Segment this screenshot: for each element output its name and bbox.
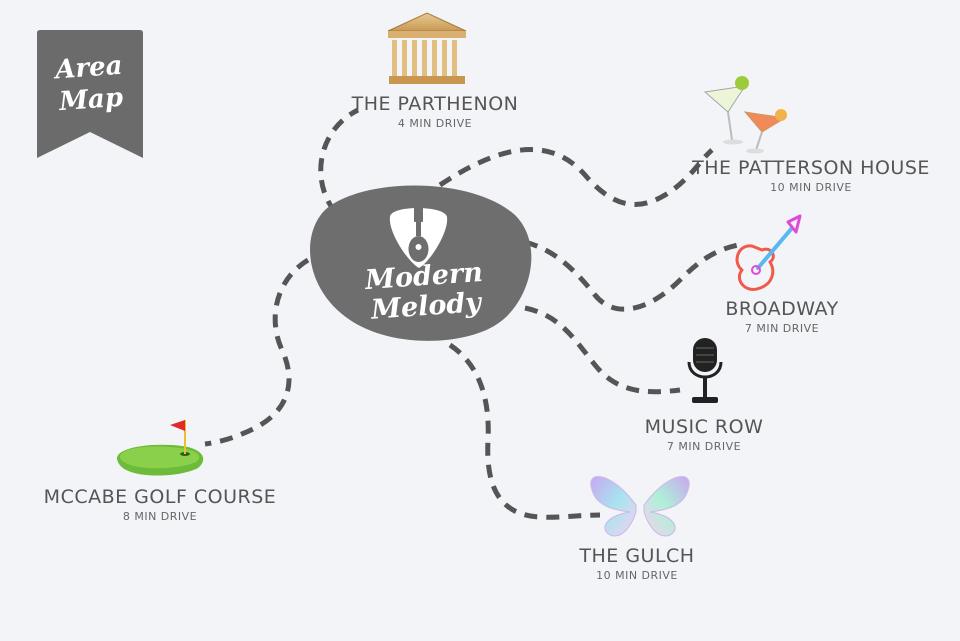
microphone-icon bbox=[687, 338, 723, 403]
location-the-gulch: THE GULCH 10 MIN DRIVE bbox=[497, 545, 777, 582]
path-to-the-gulch bbox=[448, 342, 601, 520]
location-drive-time: 4 MIN DRIVE bbox=[397, 117, 473, 130]
cocktail-glasses-icon bbox=[703, 76, 787, 154]
area-map-banner bbox=[37, 30, 143, 158]
butterfly-wings-icon bbox=[590, 476, 690, 537]
area-map-title: Area Map bbox=[34, 48, 146, 119]
location-parthenon: THE PARTHENON 4 MIN DRIVE bbox=[295, 93, 575, 130]
location-name: MUSIC ROW bbox=[644, 416, 764, 438]
parthenon-icon bbox=[387, 12, 467, 84]
banner-line-2: Map bbox=[58, 82, 124, 118]
location-music-row: MUSIC ROW 7 MIN DRIVE bbox=[564, 416, 844, 453]
neon-guitar-icon bbox=[735, 214, 802, 291]
guitar-pick-icon bbox=[389, 206, 448, 268]
path-to-mccabe-golf bbox=[204, 257, 310, 447]
location-name: THE PATTERSON HOUSE bbox=[692, 157, 930, 179]
location-name: MCCABE GOLF COURSE bbox=[43, 486, 277, 508]
location-drive-time: 7 MIN DRIVE bbox=[666, 440, 742, 453]
location-drive-time: 7 MIN DRIVE bbox=[744, 322, 820, 335]
location-drive-time: 10 MIN DRIVE bbox=[596, 569, 678, 582]
location-name: THE PARTHENON bbox=[351, 93, 519, 115]
banner-line-1: Area bbox=[54, 50, 124, 86]
location-name: BROADWAY bbox=[725, 298, 839, 320]
golf-green-icon bbox=[116, 420, 204, 476]
location-name: THE GULCH bbox=[579, 545, 695, 567]
location-mccabe-golf-course: MCCABE GOLF COURSE 8 MIN DRIVE bbox=[20, 486, 300, 523]
location-drive-time: 8 MIN DRIVE bbox=[122, 510, 198, 523]
location-broadway: BROADWAY 7 MIN DRIVE bbox=[642, 298, 922, 335]
location-patterson-house: THE PATTERSON HOUSE 10 MIN DRIVE bbox=[671, 157, 951, 194]
path-to-patterson-house bbox=[438, 147, 714, 207]
path-to-broadway bbox=[524, 239, 739, 312]
location-drive-time: 10 MIN DRIVE bbox=[770, 181, 852, 194]
path-to-music-row bbox=[524, 305, 681, 395]
